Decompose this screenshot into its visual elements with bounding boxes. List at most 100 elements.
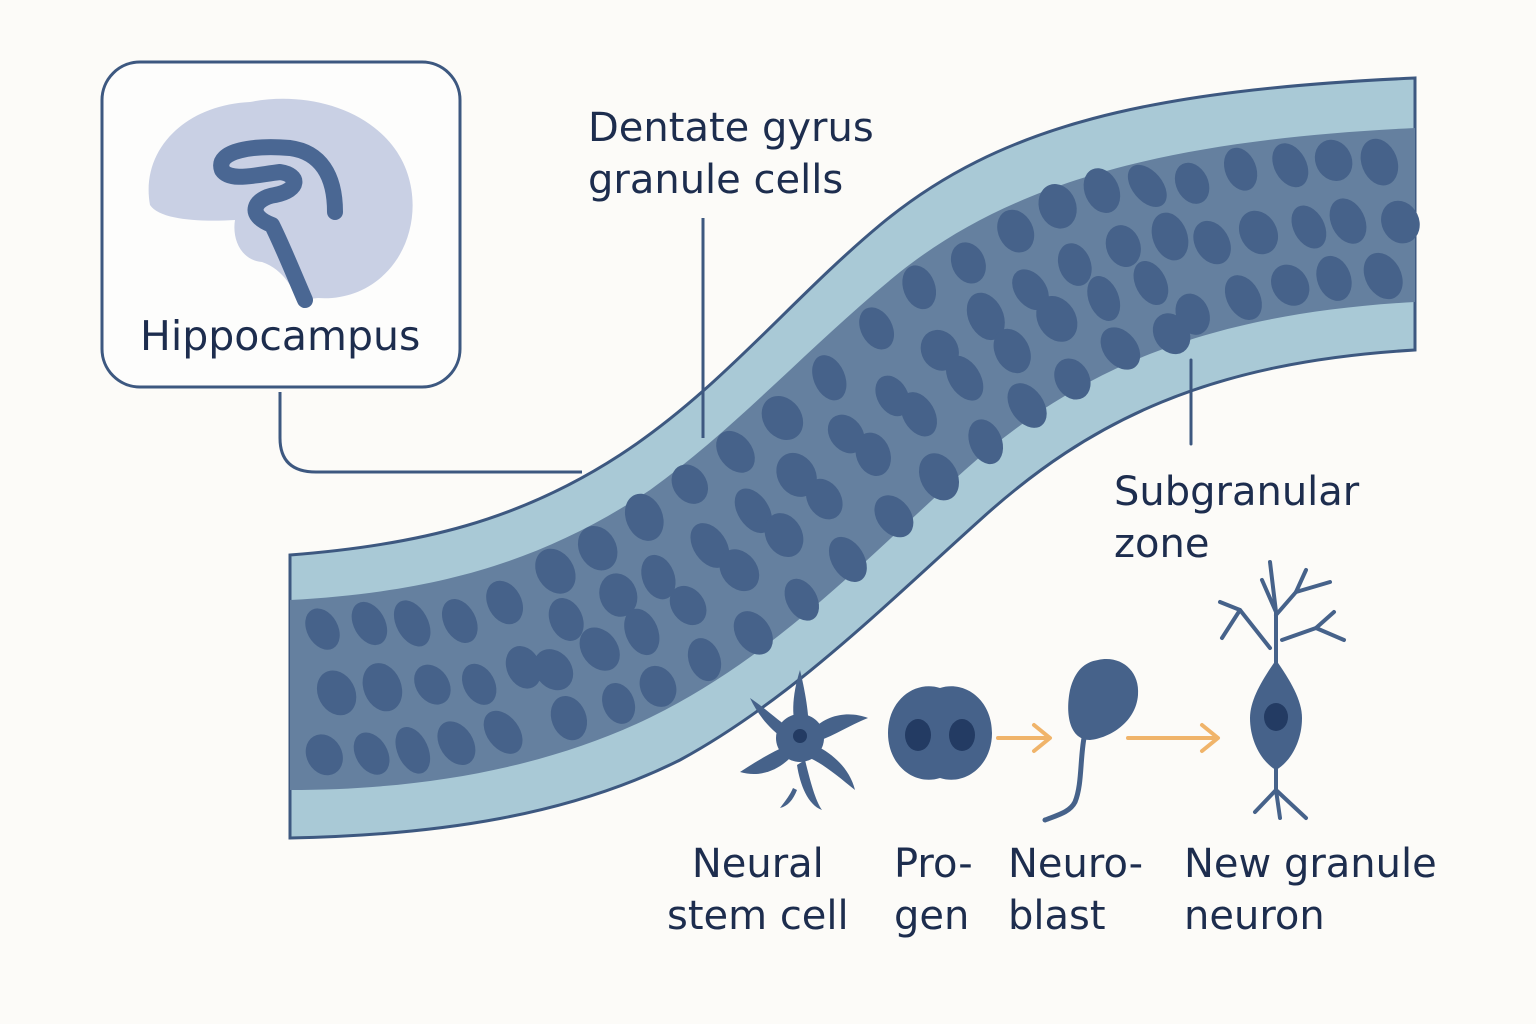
granule-cell xyxy=(1036,296,1078,342)
subgranular-zone-label-line2: zone xyxy=(1114,521,1210,567)
granule-cell xyxy=(968,419,1004,465)
dentate-gyrus-label: Dentate gyrus granule cells xyxy=(588,102,874,206)
granule-cell xyxy=(599,573,638,617)
granule-cell xyxy=(687,638,722,682)
granule-cell xyxy=(1316,255,1352,301)
stage-label-line2: blast xyxy=(1008,893,1106,939)
granule-cell xyxy=(900,392,938,437)
granule-cell xyxy=(353,732,390,775)
dentate-gyrus-band xyxy=(288,76,1420,840)
granule-cell xyxy=(1174,162,1210,204)
granule-cell xyxy=(671,464,709,504)
granule-cell xyxy=(602,682,636,724)
stage-label-line1: Pro- xyxy=(894,841,973,887)
granule-cell xyxy=(1105,225,1141,268)
granule-cell xyxy=(945,355,984,401)
granule-cell xyxy=(1133,260,1169,306)
granule-cell xyxy=(1127,164,1167,207)
granule-cell xyxy=(579,627,620,671)
granule-cell xyxy=(993,328,1031,374)
stage-label-neuroblast: Neuro- blast xyxy=(1008,838,1143,942)
granule-cell xyxy=(1272,143,1309,188)
granule-cell xyxy=(1238,210,1279,255)
granule-cell xyxy=(639,665,677,707)
granule-cell xyxy=(624,493,664,541)
granule-cell xyxy=(776,452,817,497)
granule-cell xyxy=(550,695,588,741)
stage-label-line1: Neural xyxy=(691,841,824,887)
granule-cell xyxy=(812,355,847,401)
granule-cell xyxy=(716,430,755,473)
granule-cell xyxy=(828,536,867,582)
granule-cell xyxy=(733,611,773,655)
stage-label-line2: neuron xyxy=(1184,893,1325,939)
granule-cell xyxy=(784,578,820,621)
granule-cell xyxy=(395,726,431,774)
stage-label-line2: gen xyxy=(894,893,970,939)
granule-cell xyxy=(1363,252,1403,300)
granule-cell xyxy=(1329,198,1367,244)
granule-cell xyxy=(461,663,497,705)
granule-cell xyxy=(1291,205,1327,249)
granule-cell xyxy=(305,608,340,650)
stage-label-line2: stem cell xyxy=(667,893,849,939)
hippocampus-inset xyxy=(100,60,462,389)
granule-cell xyxy=(827,414,865,454)
granule-cell xyxy=(483,710,523,754)
granule-cell xyxy=(1193,220,1231,265)
arrow-icon xyxy=(996,723,1052,753)
granule-neuron-icon xyxy=(1218,560,1346,820)
granule-cell xyxy=(761,395,804,441)
granule-cell xyxy=(486,580,524,625)
granule-cell xyxy=(902,265,937,310)
stage-label-progenitor: Pro- gen xyxy=(894,838,973,942)
hippocampus-label: Hippocampus xyxy=(140,310,420,362)
granule-cell xyxy=(1083,168,1121,213)
subgranular-zone-label: Subgranular zone xyxy=(1114,466,1359,570)
granule-cell xyxy=(966,292,1005,341)
granule-cell xyxy=(1038,184,1077,229)
arrow-icon xyxy=(1126,723,1220,753)
granule-cell xyxy=(577,525,618,571)
granule-cell xyxy=(351,601,388,646)
granule-cell xyxy=(1007,383,1047,428)
granule-cell xyxy=(641,554,676,600)
granule-cell xyxy=(918,453,960,501)
granule-cell xyxy=(1087,275,1121,322)
granule-cell xyxy=(1223,147,1258,191)
granule-cell xyxy=(505,646,542,689)
granule-cell xyxy=(437,721,476,766)
granule-cell xyxy=(624,608,660,656)
granule-cell xyxy=(669,585,707,626)
granule-cell xyxy=(734,488,773,534)
granule-cell xyxy=(1100,327,1141,370)
brain-icon xyxy=(148,98,413,308)
granule-cells xyxy=(305,138,1420,776)
granule-cell xyxy=(535,548,576,594)
granule-cell xyxy=(1381,200,1420,244)
granule-cell xyxy=(1151,212,1189,261)
granule-cell xyxy=(1175,293,1210,335)
progenitor-icon xyxy=(888,686,992,780)
hippocampus-connector-line xyxy=(278,392,582,474)
granule-cell xyxy=(874,495,914,538)
hippocampus-label-text: Hippocampus xyxy=(140,312,421,360)
granule-cell xyxy=(997,209,1035,253)
granule-cell xyxy=(316,670,357,716)
granule-cell xyxy=(950,242,986,284)
neuroblast-icon xyxy=(1042,659,1139,823)
stage-label-line1: Neuro- xyxy=(1008,841,1144,887)
stage-label-line1: New granule xyxy=(1184,841,1437,887)
granule-cell xyxy=(1360,138,1399,186)
granule-cell xyxy=(764,513,804,558)
granule-cell xyxy=(719,549,760,592)
subgranular-zone-label-line1: Subgranular xyxy=(1114,469,1360,515)
granule-cell xyxy=(1057,243,1092,286)
granule-cell xyxy=(393,600,431,647)
neural-stem-cell-icon xyxy=(740,670,868,810)
granule-cell xyxy=(859,307,895,350)
granule-cell xyxy=(362,663,403,712)
granule-cell xyxy=(806,478,843,520)
stage-label-neural-stem-cell: Neural stem cell xyxy=(667,838,849,942)
